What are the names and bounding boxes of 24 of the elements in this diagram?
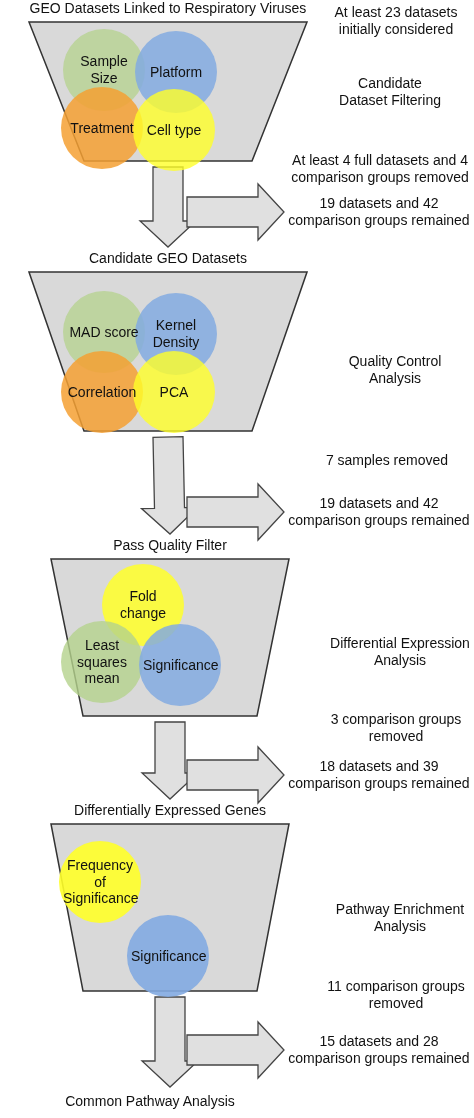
- note-text: 11 comparison groups removed: [326, 977, 466, 1013]
- stage-heading: GEO Datasets Linked to Respiratory Viruses: [28, 0, 308, 16]
- block-arrow: [186, 182, 285, 242]
- note-text: 3 comparison groups removed: [329, 710, 463, 746]
- note-text: Quality Control Analysis: [347, 352, 443, 388]
- funnel-shape: [50, 537, 290, 717]
- result-text: 15 datasets and 28 comparison groups remained: [287, 1032, 471, 1068]
- result-text: Common Pathway Analysis: [40, 1090, 260, 1112]
- stage-heading: Pass Quality Filter: [112, 537, 228, 553]
- note-text: Candidate Dataset Filtering: [338, 74, 442, 110]
- funnel-shape: [28, 250, 308, 432]
- stage-heading: Differentially Expressed Genes: [73, 802, 267, 818]
- note-text: Differential Expression Analysis: [330, 634, 470, 670]
- note-text: At least 4 full datasets and 4 comparison groups removed: [290, 151, 470, 187]
- note-text: 7 samples removed: [324, 450, 450, 470]
- block-arrow: [186, 745, 285, 805]
- block-arrow: [186, 482, 285, 542]
- result-text: 19 datasets and 42 comparison groups remained: [287, 194, 471, 230]
- note-text: At least 23 datasets initially considered: [333, 3, 459, 39]
- stage-heading: Candidate GEO Datasets: [88, 250, 248, 266]
- note-text: Pathway Enrichment Analysis: [334, 900, 466, 936]
- result-text: 18 datasets and 39 comparison groups remained: [287, 757, 471, 793]
- block-arrow: [186, 1020, 285, 1080]
- result-text: 19 datasets and 42 comparison groups remained: [287, 494, 471, 530]
